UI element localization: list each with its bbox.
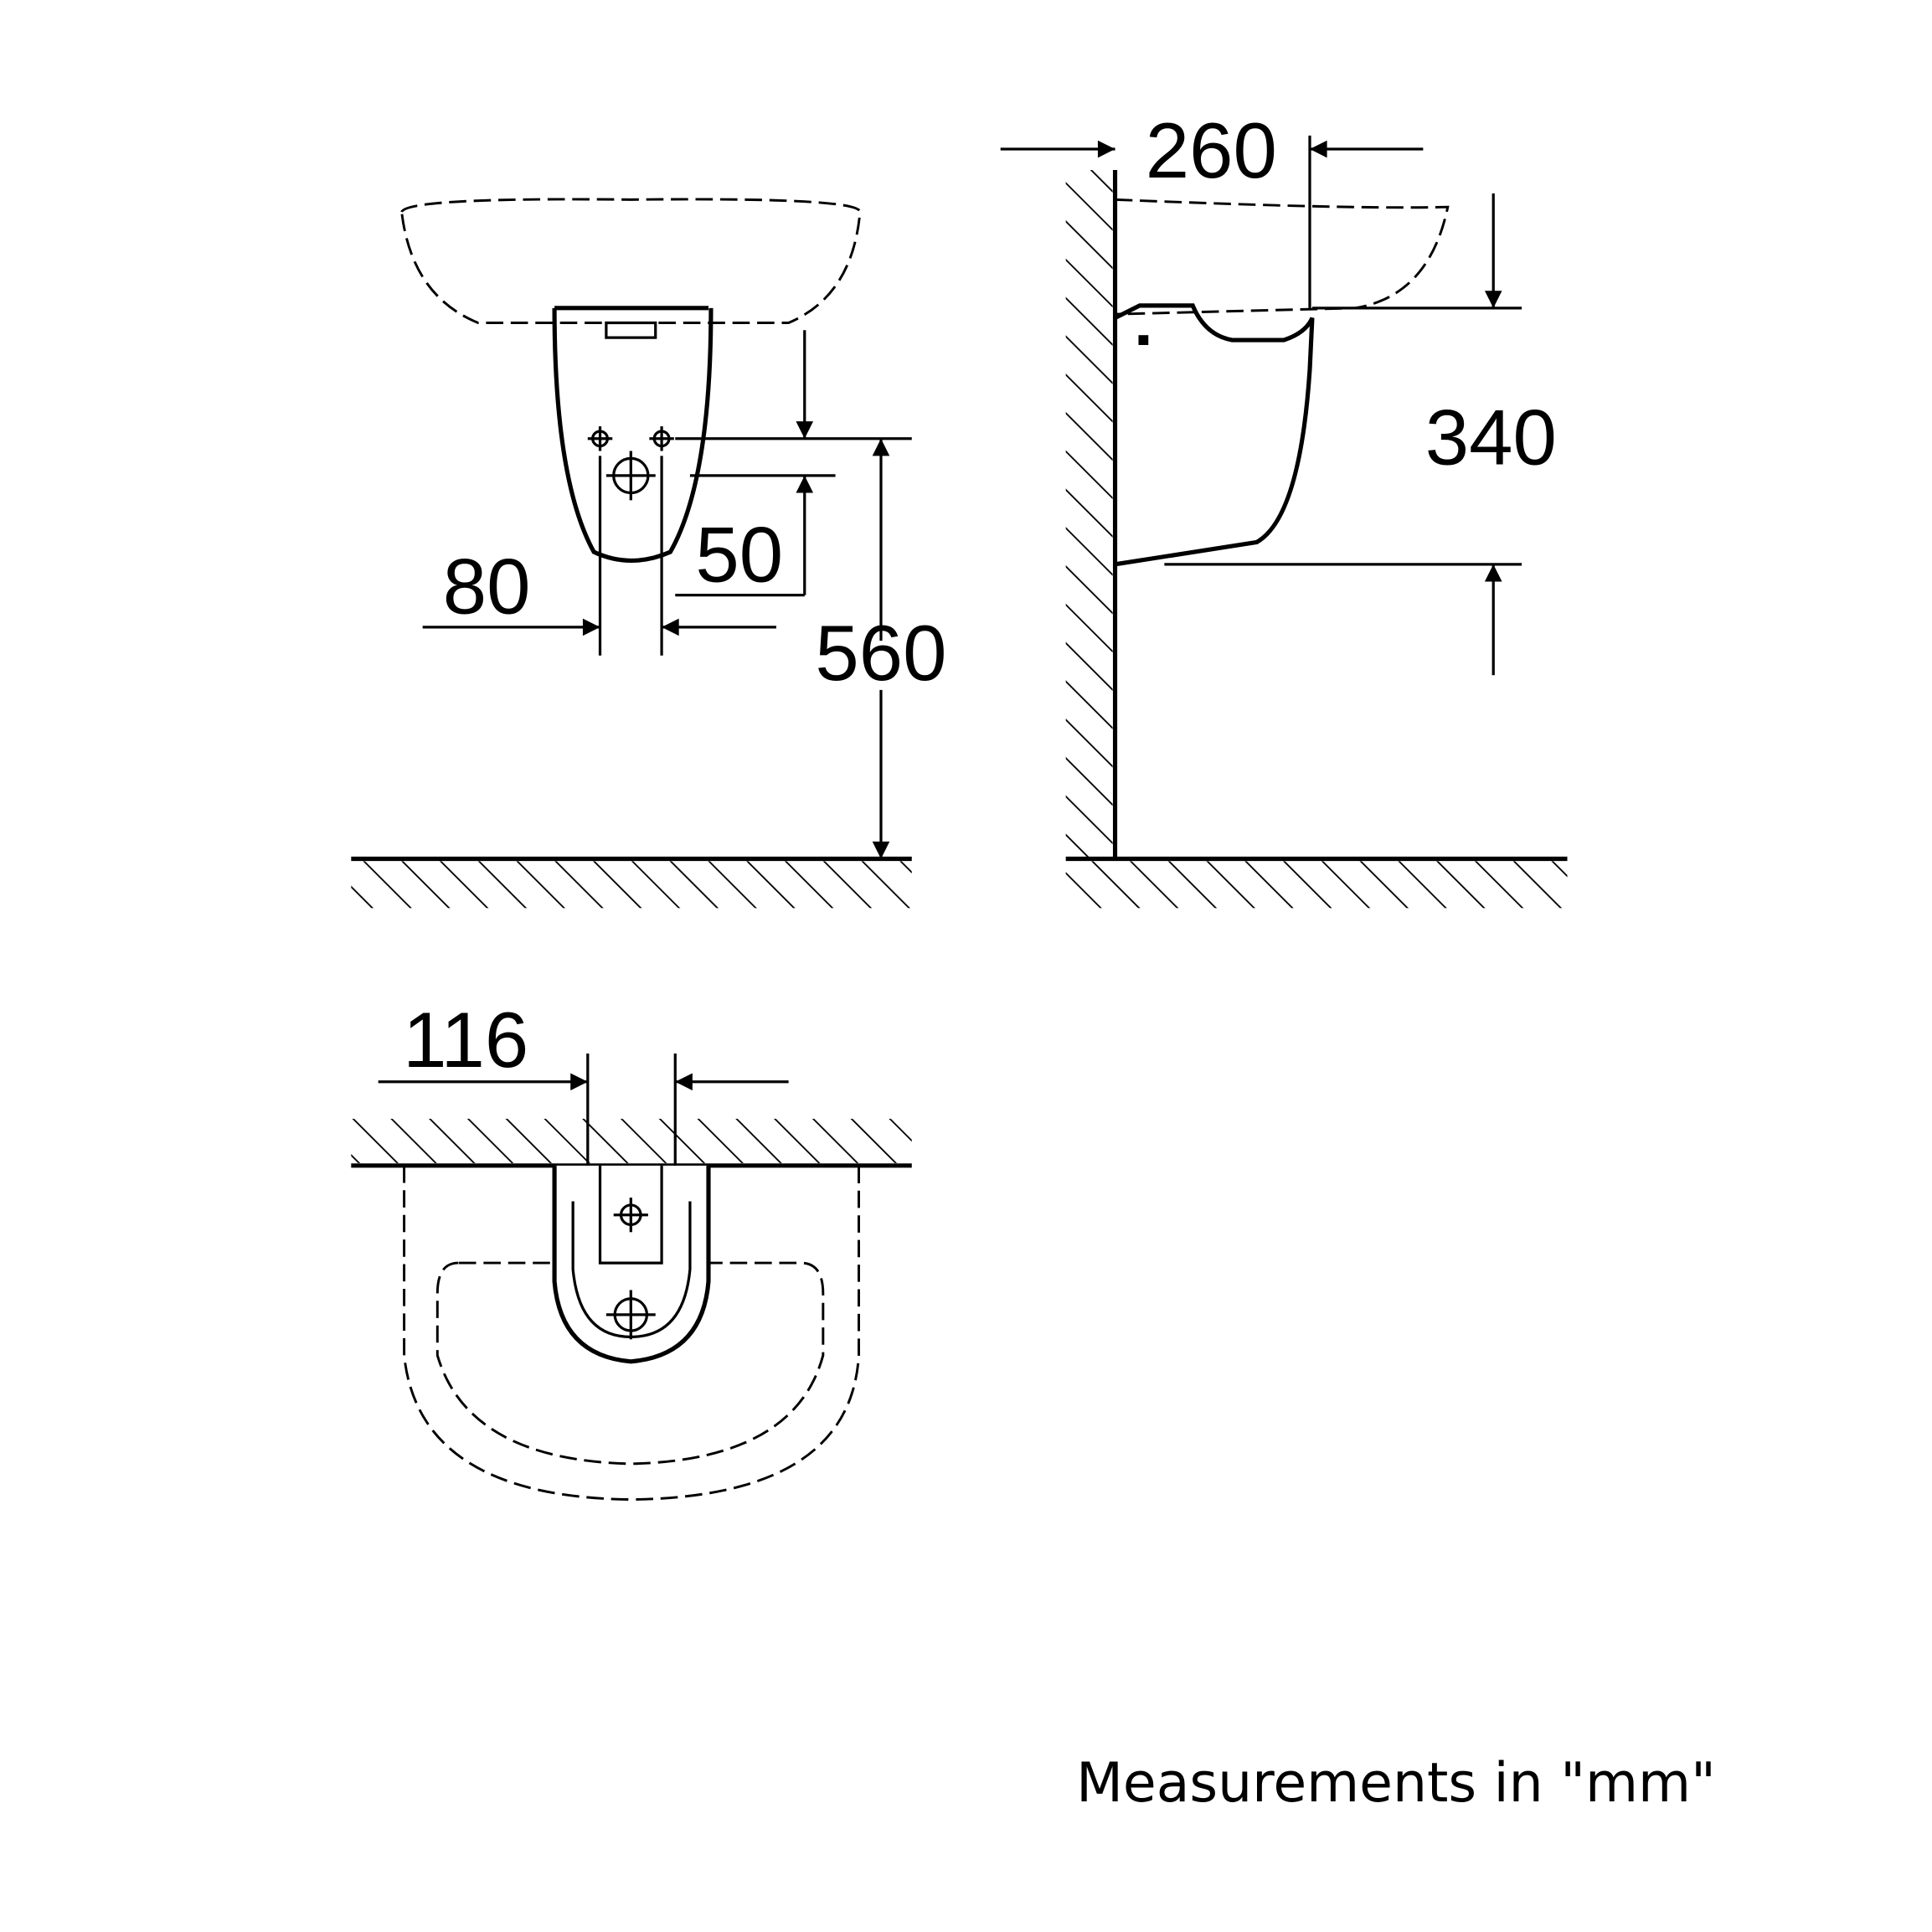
basin-side-outline [1115, 198, 1450, 316]
basin-outline [400, 198, 862, 324]
pedestal-outline [552, 306, 714, 564]
dim-340: 340 [1425, 394, 1557, 482]
top-view: 116 [351, 996, 912, 1502]
dim-116: 116 [403, 996, 528, 1084]
dim-560: 560 [815, 609, 946, 697]
mounting-holes [587, 426, 674, 501]
dim-260: 260 [1146, 106, 1277, 194]
units-note: Measurements in "mm" [1076, 1752, 1716, 1815]
dim-80: 80 [443, 543, 531, 631]
dim-50: 50 [695, 510, 783, 598]
bowl-top-outline [435, 1261, 825, 1466]
pedestal-side-outline [1114, 303, 1315, 567]
front-view: 50 80 560 [351, 198, 947, 909]
basin-top-outline [403, 1165, 860, 1502]
side-view: 260 340 [1000, 106, 1568, 909]
